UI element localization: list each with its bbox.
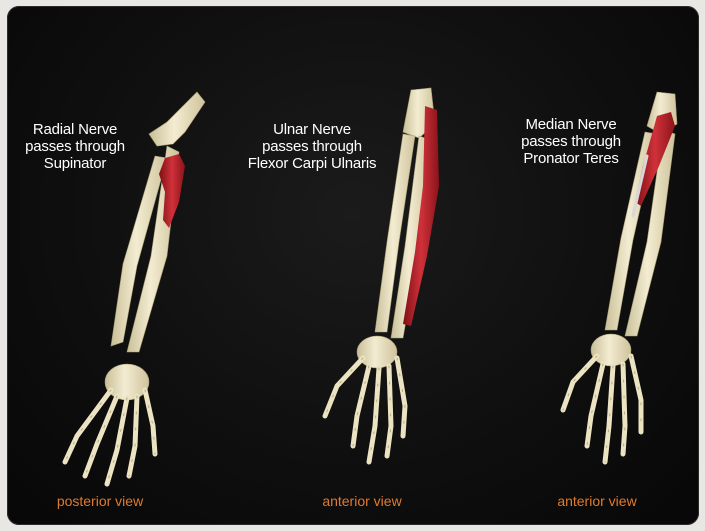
fingers-1: [65, 390, 155, 484]
median-nerve-line-3: Pronator Teres: [521, 150, 621, 167]
forearm-illustrations: [7, 6, 699, 525]
posterior-view-caption: posterior view: [57, 493, 143, 509]
median-nerve-label: Median Nerve passes through Pronator Ter…: [521, 116, 621, 167]
ulnar-nerve-line-3: Flexor Carpi Ulnaris: [248, 155, 377, 172]
median-nerve-line-1: Median Nerve: [521, 116, 621, 133]
carpals-2: [357, 336, 397, 368]
radial-nerve-line-1: Radial Nerve: [25, 121, 125, 138]
anterior-view-caption-1: anterior view: [322, 493, 401, 509]
carpals-3: [591, 334, 631, 366]
ulnar-nerve-label: Ulnar Nerve passes through Flexor Carpi …: [248, 121, 377, 172]
radial-nerve-line-2: passes through: [25, 138, 125, 155]
radial-nerve-label: Radial Nerve passes through Supinator: [25, 121, 125, 172]
anterior-view-caption-2: anterior view: [557, 493, 636, 509]
radial-nerve-line-3: Supinator: [25, 155, 125, 172]
ulnar-nerve-line-2: passes through: [248, 138, 377, 155]
humerus-1: [149, 92, 205, 146]
fingers-2: [325, 358, 405, 462]
fingers-3: [563, 356, 641, 462]
illustration-panel: Radial Nerve passes through Supinator Ul…: [7, 6, 699, 525]
median-nerve-line-2: passes through: [521, 133, 621, 150]
ulnar-nerve-line-1: Ulnar Nerve: [248, 121, 377, 138]
carpals-1: [105, 364, 149, 400]
